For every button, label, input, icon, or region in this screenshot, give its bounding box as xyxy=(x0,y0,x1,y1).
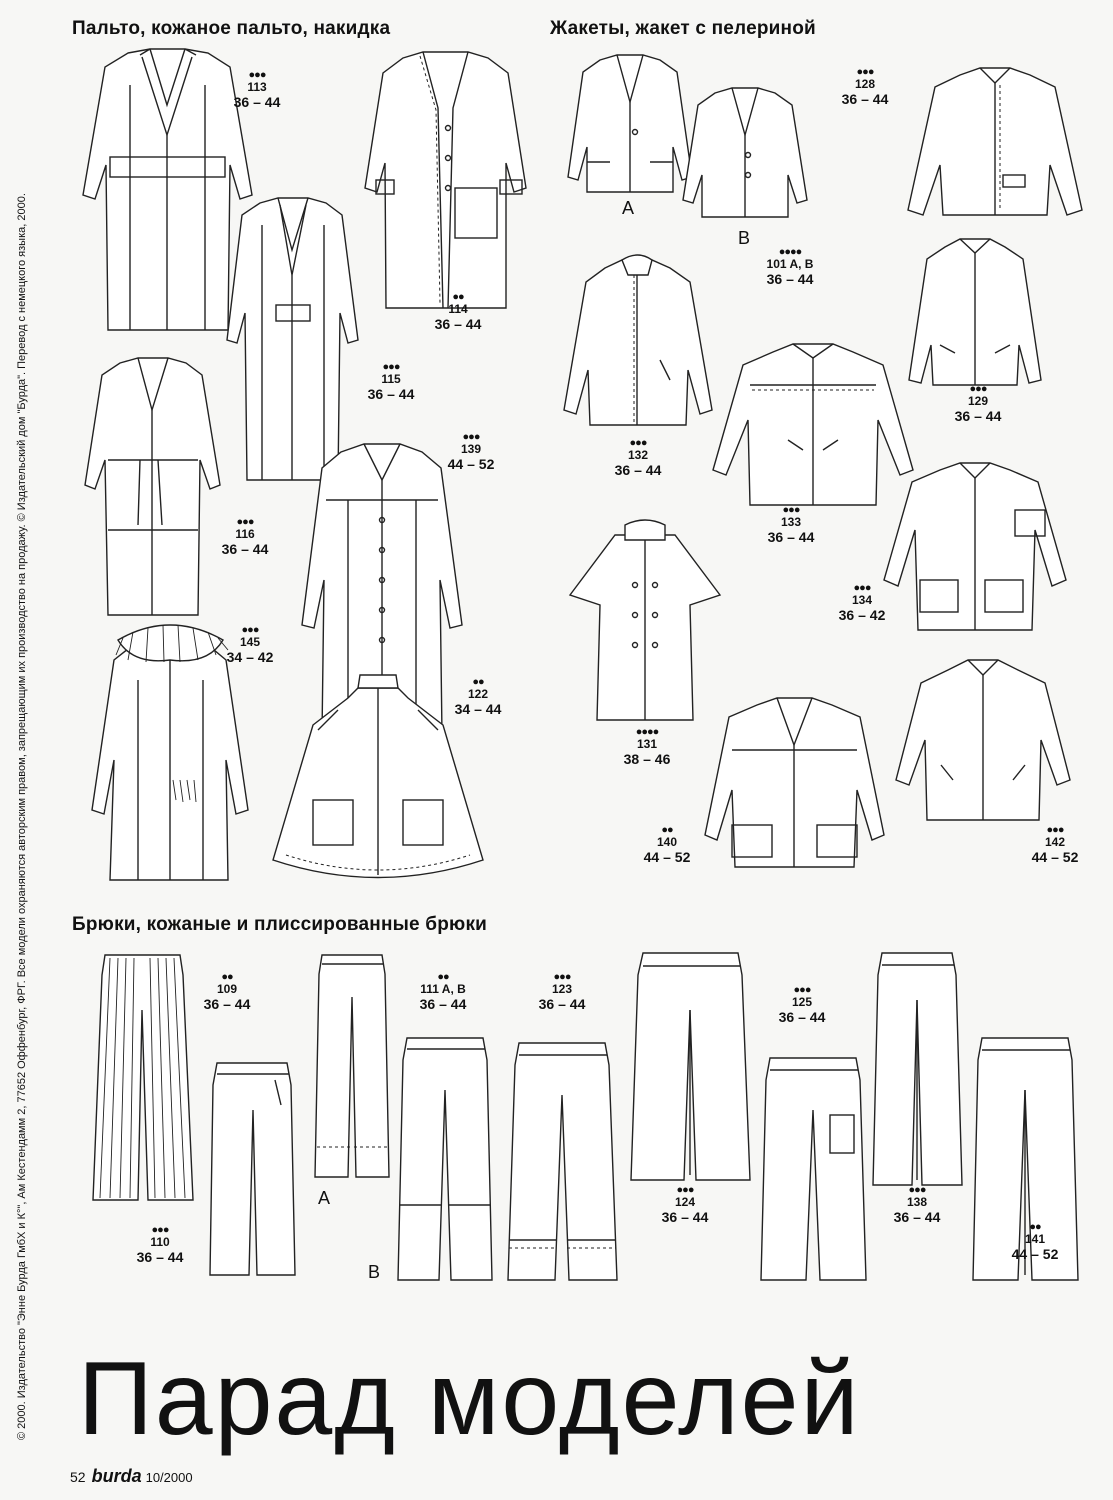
jacket-129-drawing xyxy=(905,235,1045,395)
jacket-131-drawing xyxy=(565,515,725,725)
coat-115-drawing xyxy=(222,195,362,485)
coats-heading: Пальто, кожаное пальто, накидка xyxy=(72,18,391,39)
brand-logo: burda xyxy=(91,1466,142,1486)
jacket-letter-a: A xyxy=(622,198,635,218)
page-title: Парад моделей xyxy=(78,1341,861,1457)
jacket-133-drawing xyxy=(708,340,918,515)
jacket-134-drawing xyxy=(880,460,1070,640)
coat-116-drawing xyxy=(80,355,225,620)
cape-122-drawing xyxy=(268,670,488,890)
trousers-109-drawing xyxy=(90,950,195,1205)
jacket-101a-drawing xyxy=(565,52,695,202)
coat-145-drawing xyxy=(88,620,253,885)
trousers-110-drawing xyxy=(205,1060,300,1280)
coat-113-drawing xyxy=(80,45,255,335)
trousers-heading: Брюки, кожаные и плиссированные брюки xyxy=(72,914,488,935)
trousers-124-drawing xyxy=(628,950,753,1185)
trousers-141-drawing xyxy=(970,1035,1080,1285)
issue-number: 10/2000 xyxy=(145,1470,193,1485)
jacket-140-drawing xyxy=(702,695,887,875)
jacket-128-drawing xyxy=(905,65,1085,225)
jackets-heading: Жакеты, жакет с пелериной xyxy=(550,18,816,39)
jacket-letter-b: B xyxy=(738,228,751,248)
trousers-letter-a: A xyxy=(318,1188,331,1208)
trousers-138-drawing xyxy=(870,950,965,1190)
coat-114-drawing xyxy=(358,48,533,313)
jacket-101b-drawing xyxy=(680,85,810,225)
trousers-123-drawing xyxy=(505,1040,620,1285)
page-number: 52 xyxy=(70,1469,86,1485)
jacket-142-drawing xyxy=(893,655,1073,830)
trousers-letter-b: B xyxy=(368,1262,381,1282)
copyright-sidebar: © 2000. Издательство "Энне Бурда ГмбХ и … xyxy=(16,193,28,1440)
trousers-125-drawing xyxy=(758,1055,868,1285)
jacket-132-drawing xyxy=(560,250,715,435)
trousers-111a-drawing xyxy=(312,952,392,1182)
trousers-111b-drawing xyxy=(395,1035,495,1285)
